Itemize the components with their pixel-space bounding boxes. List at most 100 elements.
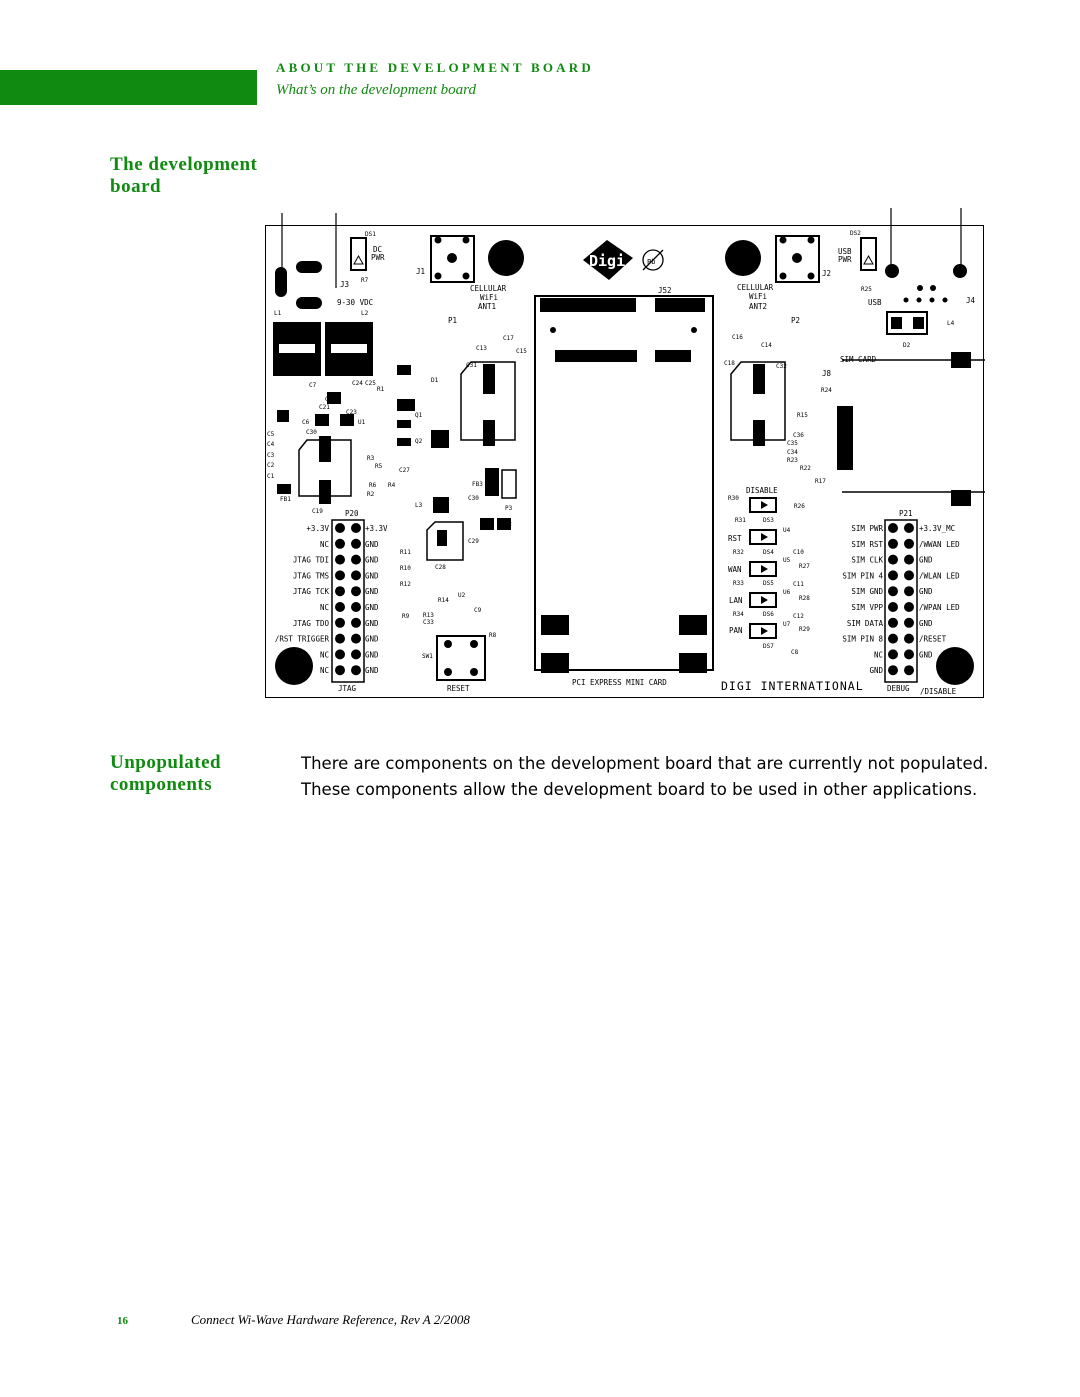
svg-text:R28: R28 xyxy=(799,595,810,602)
svg-text:J3: J3 xyxy=(340,280,349,289)
svg-text:C33: C33 xyxy=(423,619,434,626)
p21-left-label: SIM PIN 8 xyxy=(842,635,883,644)
p20-header xyxy=(331,519,365,683)
svg-text:R29: R29 xyxy=(799,626,810,633)
p21-pin xyxy=(888,602,898,612)
p20-right-label: GND xyxy=(365,650,379,659)
svg-text:R4: R4 xyxy=(388,482,396,489)
p21-right-label: /WWAN LED xyxy=(919,540,960,549)
svg-text:WiFi: WiFi xyxy=(749,292,767,301)
p20-right-label: GND xyxy=(365,619,379,628)
p21-right-label: /WLAN LED xyxy=(919,571,960,580)
page-number: 16 xyxy=(117,1315,128,1327)
svg-text:PAN: PAN xyxy=(729,626,743,635)
svg-text:P3: P3 xyxy=(505,505,513,512)
svg-text:9-30 VDC: 9-30 VDC xyxy=(337,298,373,307)
p20-pin xyxy=(335,586,345,597)
p21-left-label: SIM VPP xyxy=(851,603,883,612)
svg-text:PWR: PWR xyxy=(838,255,852,264)
p20-pin xyxy=(351,665,361,676)
p21-pin xyxy=(904,649,914,660)
svg-text:C23: C23 xyxy=(346,409,357,416)
svg-text:C18: C18 xyxy=(724,360,735,367)
p20-pin xyxy=(335,617,345,628)
section-subtitle: What’s on the development board xyxy=(276,82,476,98)
p20-pin xyxy=(335,602,345,612)
p20-right-label: GND xyxy=(365,666,379,675)
svg-text:DEBUG: DEBUG xyxy=(887,684,910,693)
p21-left-label: GND xyxy=(869,666,883,675)
board-diagram: Digi Pb xyxy=(265,208,992,698)
p21-pin xyxy=(888,538,898,549)
svg-text:Q1: Q1 xyxy=(415,412,423,419)
svg-text:DS7: DS7 xyxy=(763,643,774,650)
svg-text:U5: U5 xyxy=(783,557,791,564)
svg-text:U1: U1 xyxy=(358,419,366,426)
svg-text:LAN: LAN xyxy=(729,596,743,605)
svg-text:U7: U7 xyxy=(783,621,791,628)
p21-pin xyxy=(888,570,898,581)
svg-text:C35: C35 xyxy=(787,440,798,447)
p21-left-label: SIM PIN 4 xyxy=(842,571,883,580)
svg-text:J4: J4 xyxy=(966,296,976,305)
p20-left-label: +3.3V xyxy=(306,524,329,533)
svg-text:C5: C5 xyxy=(267,431,275,438)
svg-text:DISABLE: DISABLE xyxy=(746,486,778,495)
p21-pins xyxy=(888,523,914,676)
p20-left-label: NC xyxy=(320,650,329,659)
p21-pin xyxy=(888,523,898,533)
p20-left-label: JTAG TMS xyxy=(293,571,330,580)
side-heading-development-board: The development board xyxy=(110,154,258,197)
svg-text:R27: R27 xyxy=(799,563,810,570)
p21-pin xyxy=(888,649,898,660)
svg-text:R9: R9 xyxy=(402,613,410,620)
svg-text:R22: R22 xyxy=(800,465,811,472)
svg-text:C32: C32 xyxy=(776,363,787,370)
p20-pin xyxy=(351,538,361,549)
svg-text:USB: USB xyxy=(868,298,882,307)
svg-text:U4: U4 xyxy=(783,527,791,534)
svg-text:C15: C15 xyxy=(516,348,527,355)
p21-right-label: /WPAN LED xyxy=(919,603,960,612)
svg-text:/DISABLE: /DISABLE xyxy=(920,687,957,696)
p20-left-label: JTAG TCK xyxy=(293,587,330,596)
svg-text:RESET: RESET xyxy=(447,684,470,693)
svg-text:CELLULAR: CELLULAR xyxy=(737,283,774,292)
svg-text:D2: D2 xyxy=(903,342,911,349)
svg-text:R7: R7 xyxy=(361,277,369,284)
svg-text:DS2: DS2 xyxy=(850,230,861,237)
p20-left-label: NC xyxy=(320,540,329,549)
p20-right-label: GND xyxy=(365,587,379,596)
p20-pin xyxy=(351,570,361,581)
p20-pin xyxy=(335,554,345,565)
p21-pin xyxy=(904,523,914,533)
svg-text:J1: J1 xyxy=(416,267,425,276)
svg-text:C4: C4 xyxy=(267,441,275,448)
svg-text:R5: R5 xyxy=(375,463,383,470)
mount-hole xyxy=(488,240,524,276)
svg-text:L2: L2 xyxy=(361,310,369,317)
svg-text:C24: C24 xyxy=(352,380,363,387)
svg-text:C22: C22 xyxy=(325,396,336,403)
svg-text:R26: R26 xyxy=(794,503,805,510)
svg-text:C6: C6 xyxy=(302,419,310,426)
p21-right-label: GND xyxy=(919,619,933,628)
svg-text:C10: C10 xyxy=(793,549,804,556)
p21-right-label: +3.3V_MC xyxy=(919,524,955,533)
svg-text:WAN: WAN xyxy=(728,565,742,574)
p20-right-label: GND xyxy=(365,571,379,580)
svg-text:WiFi: WiFi xyxy=(480,293,498,302)
header-green-bar xyxy=(0,70,257,105)
svg-text:C28: C28 xyxy=(435,564,446,571)
svg-text:C25: C25 xyxy=(365,380,376,387)
svg-text:ANT2: ANT2 xyxy=(749,302,767,311)
svg-text:DS4: DS4 xyxy=(763,549,774,556)
svg-text:R6: R6 xyxy=(369,482,377,489)
p20-pin xyxy=(335,570,345,581)
p21-left-label: SIM CLK xyxy=(851,556,883,565)
svg-text:FB3: FB3 xyxy=(472,481,483,488)
development-board-figure: Digi Pb xyxy=(265,208,992,700)
svg-text:R13: R13 xyxy=(423,612,434,619)
svg-text:PWR: PWR xyxy=(371,253,385,262)
svg-text:FB2: FB2 xyxy=(501,521,512,528)
